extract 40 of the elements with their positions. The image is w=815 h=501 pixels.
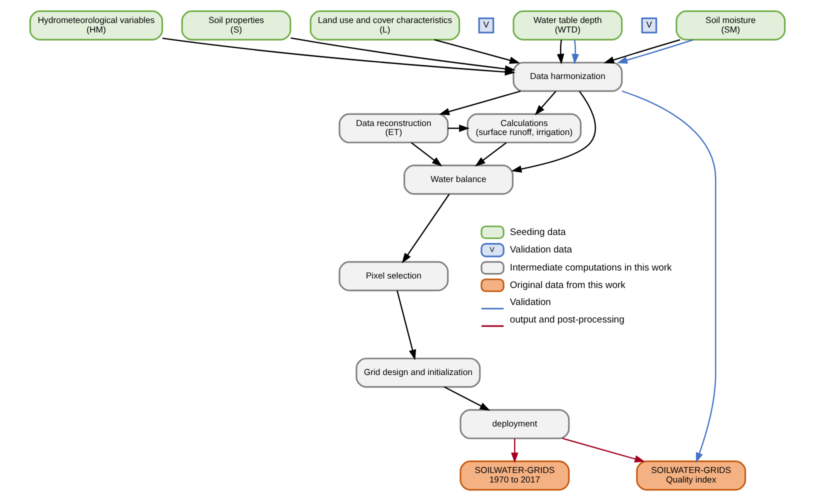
node-box: Data reconstruction (ET): [338, 113, 449, 144]
arrow: [434, 39, 520, 64]
node-box: Pixel selection: [338, 261, 449, 292]
node-box: SOILWATER-GRIDS 1970 to 2017: [460, 460, 570, 491]
arrow: [511, 90, 596, 173]
legend-label: Seeding data: [510, 226, 566, 238]
arrow: [604, 39, 680, 64]
node-box: Soil properties (S): [181, 10, 292, 40]
node-box: V: [641, 18, 658, 34]
node-box: Grid design and initialization: [356, 358, 481, 388]
node-box: Data harmonization: [512, 62, 623, 92]
node-box: Water table depth (WTD): [512, 10, 623, 40]
node-box: SOILWATER-GRIDS Quality index: [636, 460, 746, 491]
arrow: [448, 124, 470, 132]
node-box: Soil moisture (SM): [676, 10, 786, 40]
arrow: [534, 90, 556, 116]
legend-label: Validation data: [510, 244, 572, 256]
arrow: [474, 142, 507, 166]
legend-label: Validation: [510, 297, 551, 308]
arrow: [572, 40, 580, 64]
arrow: [396, 290, 416, 360]
arrow: [622, 90, 716, 464]
arrow: [290, 37, 516, 72]
arrow: [616, 39, 694, 64]
node-box: V: [478, 18, 494, 34]
node-box: deployment: [460, 409, 570, 440]
arrow: [556, 40, 564, 64]
node-box: Water balance: [404, 164, 514, 195]
legend-label: output and post-processing: [510, 314, 624, 326]
arrow: [511, 438, 518, 464]
legend-label: Original data from this work: [510, 280, 626, 291]
arrow: [438, 90, 521, 116]
arrow: [444, 386, 490, 411]
legend-label: Intermediate computations in this work: [510, 262, 672, 274]
node-box: Calculations (surface runoff, irrigation): [466, 113, 582, 144]
arrow: [562, 438, 646, 462]
arrow: [402, 194, 450, 264]
node-box: Land use and cover characteristics (L): [310, 10, 460, 40]
arrow: [411, 142, 442, 166]
node-box: Hydrometeorological variables (HM): [29, 10, 164, 40]
